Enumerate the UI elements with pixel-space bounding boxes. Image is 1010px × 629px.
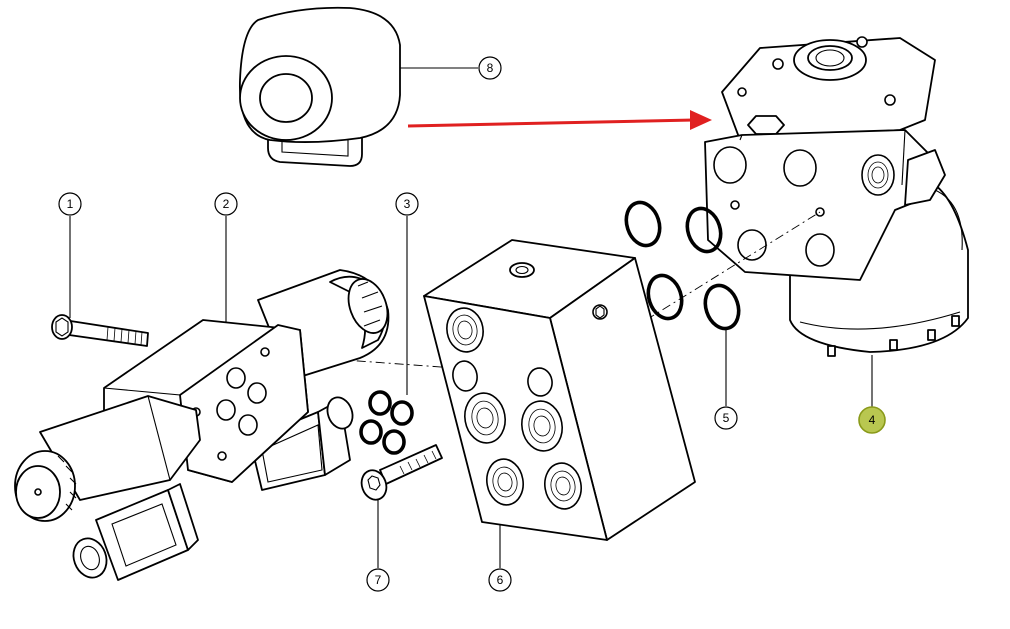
callout-1[interactable]: 1 (58, 192, 82, 216)
part-2-solenoid-valve[interactable] (14, 269, 394, 582)
callout-4[interactable]: 4 (858, 406, 886, 434)
callout-2-label: 2 (223, 197, 230, 211)
callout-3-label: 3 (404, 197, 411, 211)
callout-8-label: 8 (487, 61, 494, 75)
manifold-port-4 (486, 458, 524, 506)
callout-8[interactable]: 8 (478, 56, 502, 80)
callout-6[interactable]: 6 (488, 568, 512, 592)
manifold-port-2 (464, 392, 506, 444)
callout-6-label: 6 (497, 573, 504, 587)
part-8-solenoid-coil[interactable] (239, 6, 401, 167)
part-3-small-o-rings[interactable] (359, 390, 414, 455)
part-4-steering-unit[interactable] (704, 36, 969, 357)
part-6-manifold-block[interactable] (423, 239, 696, 541)
part-5-o-rings[interactable] (621, 198, 744, 333)
part-7-cap-screw[interactable] (358, 444, 443, 503)
callout-7[interactable]: 7 (366, 568, 390, 592)
callout-7-label: 7 (375, 573, 382, 587)
callout-5[interactable]: 5 (714, 406, 738, 430)
manifold-port-5 (544, 462, 582, 510)
manifold-port-3 (521, 400, 563, 452)
callout-5-label: 5 (723, 411, 730, 425)
callout-4-label: 4 (869, 413, 876, 427)
callout-3[interactable]: 3 (395, 192, 419, 216)
callout-1-label: 1 (67, 197, 74, 211)
part-1-long-screw[interactable] (51, 314, 149, 347)
manifold-port-1 (446, 307, 484, 353)
pointer-arrow (407, 110, 712, 130)
callout-2[interactable]: 2 (214, 192, 238, 216)
